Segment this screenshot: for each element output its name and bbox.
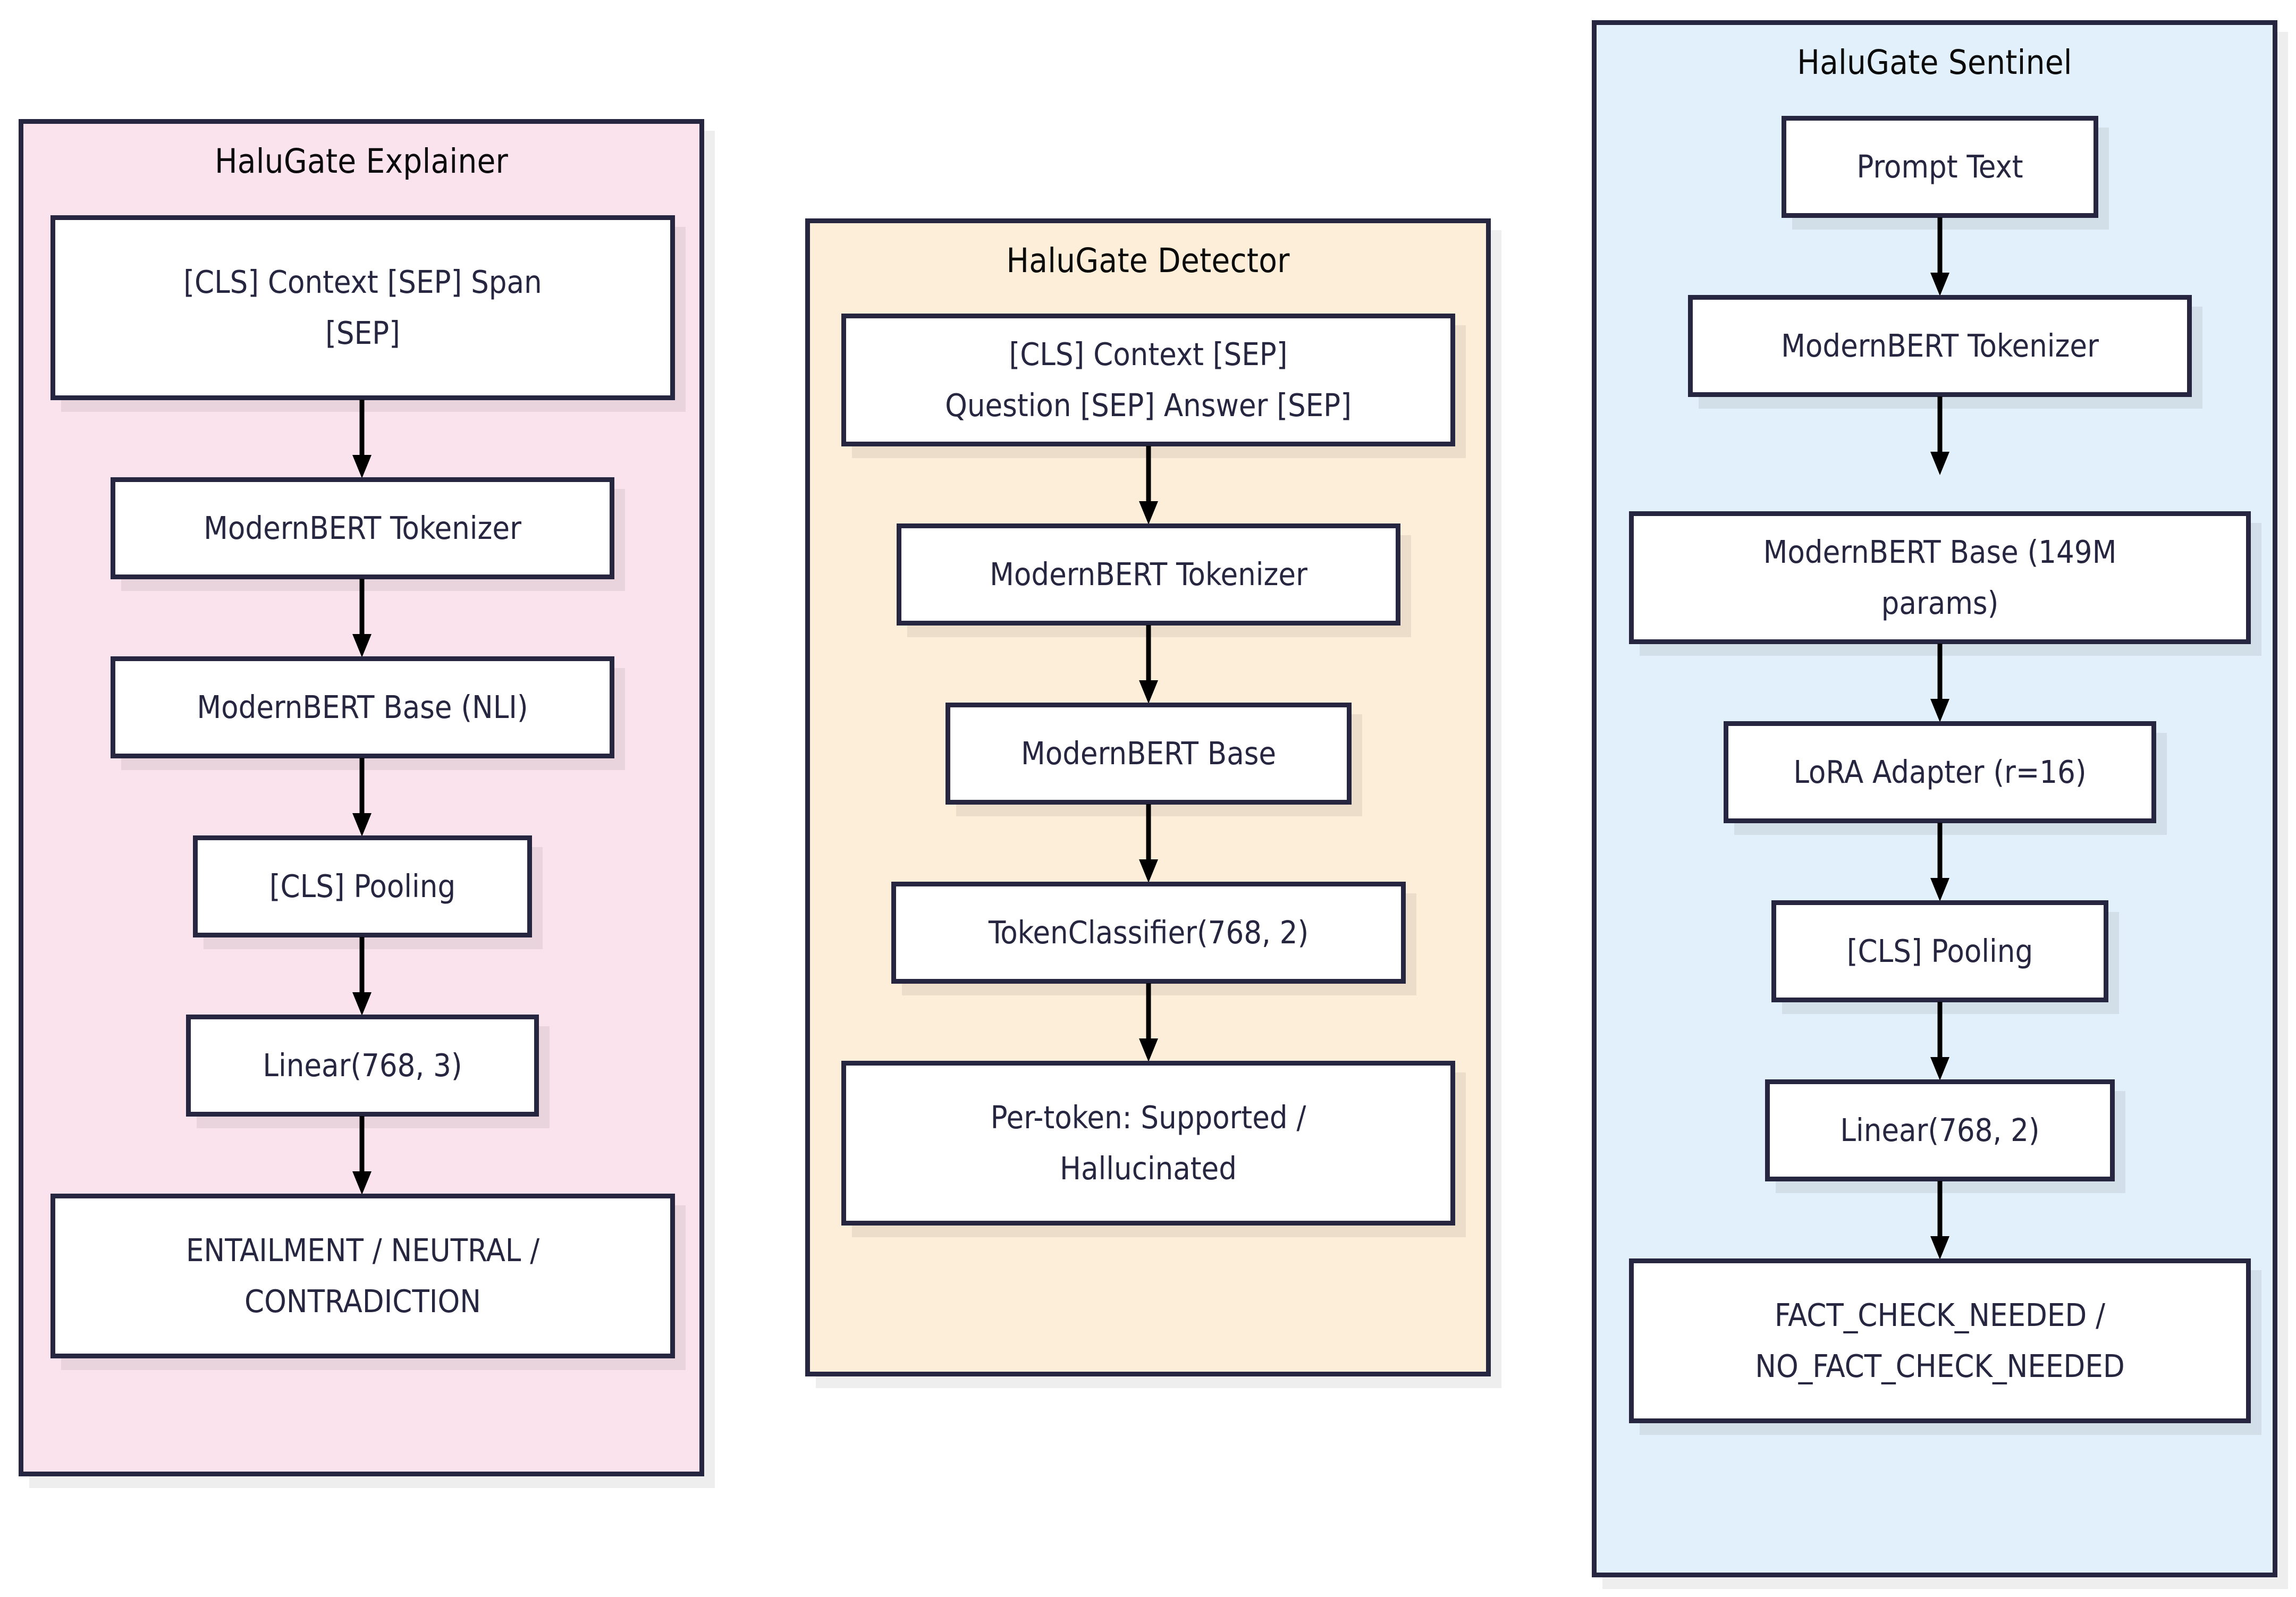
- node-det-classifier: TokenClassifier(768, 2): [891, 882, 1406, 984]
- node-label: ModernBERT Tokenizer: [204, 510, 521, 547]
- node-exp-linear: Linear(768, 3): [186, 1015, 539, 1117]
- node-sen-base: ModernBERT Base (149M params): [1629, 511, 2251, 644]
- edge-exp-pooling-to-linear: [352, 937, 372, 1016]
- node-det-output: Per-token: Supported / Hallucinated: [841, 1061, 1455, 1226]
- node-sen-lora: LoRA Adapter (r=16): [1724, 721, 2156, 823]
- node-exp-output: ENTAILMENT / NEUTRAL / CONTRADICTION: [50, 1194, 675, 1358]
- node-label: ModernBERT Base (149M params): [1763, 534, 2117, 621]
- node-exp-tokenizer: ModernBERT Tokenizer: [111, 477, 614, 579]
- node-label: FACT_CHECK_NEEDED / NO_FACT_CHECK_NEEDED: [1755, 1297, 2125, 1384]
- edge-det-base-to-classifier: [1139, 804, 1158, 883]
- node-label: Linear(768, 2): [1840, 1112, 2040, 1149]
- edge-exp-linear-to-output: [352, 1116, 372, 1195]
- edge-sen-linear-to-output: [1930, 1181, 1949, 1260]
- node-exp-base: ModernBERT Base (NLI): [111, 656, 614, 758]
- node-sen-pooling: [CLS] Pooling: [1771, 900, 2108, 1002]
- edge-sen-tokenizer-to-base: [1930, 396, 1949, 475]
- edge-exp-tokenizer-to-base: [352, 579, 372, 657]
- node-det-tokenizer: ModernBERT Tokenizer: [897, 523, 1400, 626]
- node-sen-prompt: Prompt Text: [1782, 116, 2098, 218]
- node-label: [CLS] Pooling: [269, 868, 456, 905]
- edge-sen-base-to-lora: [1930, 644, 1949, 722]
- node-label: ModernBERT Tokenizer: [990, 556, 1307, 593]
- edge-det-input-to-tokenizer: [1139, 446, 1158, 525]
- node-label: LoRA Adapter (r=16): [1793, 754, 2087, 791]
- node-exp-pooling: [CLS] Pooling: [193, 835, 532, 937]
- edge-sen-prompt-to-tokenizer: [1930, 217, 1949, 296]
- node-label: [CLS] Context [SEP] Span [SEP]: [183, 264, 542, 351]
- node-label: ModernBERT Base: [1020, 735, 1277, 772]
- node-sen-linear: Linear(768, 2): [1765, 1079, 2115, 1181]
- node-label: ENTAILMENT / NEUTRAL / CONTRADICTION: [185, 1232, 540, 1320]
- node-det-base: ModernBERT Base: [946, 703, 1352, 805]
- edge-exp-input-to-tokenizer: [352, 400, 372, 478]
- edge-sen-lora-to-pooling: [1930, 823, 1949, 901]
- node-label: Per-token: Supported / Hallucinated: [990, 1099, 1306, 1187]
- node-exp-input: [CLS] Context [SEP] Span [SEP]: [50, 215, 675, 400]
- edge-sen-pooling-to-linear: [1930, 1002, 1949, 1080]
- node-sen-tokenizer: ModernBERT Tokenizer: [1688, 295, 2192, 397]
- node-label: ModernBERT Base (NLI): [197, 689, 528, 726]
- edge-det-tokenizer-to-base: [1139, 625, 1158, 704]
- cluster-title-explainer: HaluGate Explainer: [214, 142, 509, 181]
- node-label: [CLS] Context [SEP] Question [SEP] Answe…: [945, 336, 1352, 424]
- node-sen-output: FACT_CHECK_NEEDED / NO_FACT_CHECK_NEEDED: [1629, 1258, 2251, 1423]
- node-label: Prompt Text: [1856, 148, 2023, 185]
- node-label: [CLS] Pooling: [1846, 933, 2033, 970]
- cluster-title-detector: HaluGate Detector: [1006, 241, 1290, 280]
- node-label: Linear(768, 3): [263, 1047, 462, 1084]
- edge-exp-base-to-pooling: [352, 758, 372, 836]
- node-label: TokenClassifier(768, 2): [988, 914, 1309, 951]
- edge-det-classifier-to-output: [1139, 983, 1158, 1062]
- cluster-title-sentinel: HaluGate Sentinel: [1797, 43, 2072, 82]
- node-det-input: [CLS] Context [SEP] Question [SEP] Answe…: [841, 314, 1455, 446]
- node-label: ModernBERT Tokenizer: [1781, 327, 2099, 365]
